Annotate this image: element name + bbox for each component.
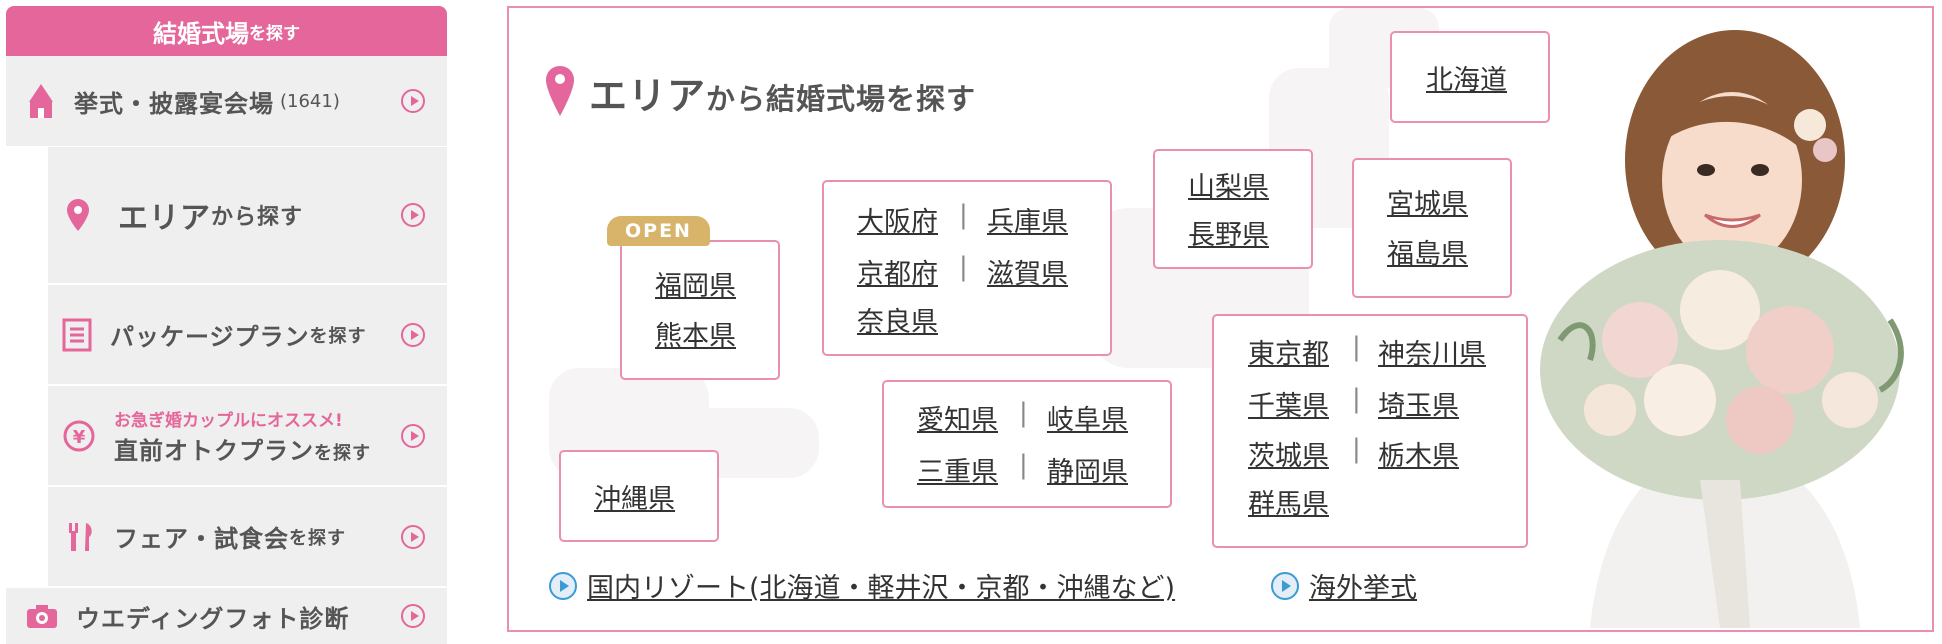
sidebar-item-label-suffix: を探す (314, 442, 371, 464)
pref-link-gifu[interactable]: 岐阜県 (1047, 405, 1128, 436)
sidebar-item-package-plan[interactable]: パッケージプラン を探す (48, 285, 447, 384)
recommend-caption: お急ぎ婚カップルにオススメ! (114, 410, 343, 431)
area-search-panel: エリアから結婚式場を探す 北海道 山梨県 長野県 宮城県 福島県 大阪府 | 兵… (507, 6, 1934, 632)
panel-title-text: エリアから結婚式場を探す (589, 73, 977, 118)
sidebar-item-label: フェア・試食会 (114, 525, 289, 553)
arrow-right-icon (401, 604, 425, 628)
sidebar-item-label: パッケージプラン (110, 323, 310, 351)
arrow-right-icon (401, 203, 425, 227)
sidebar-item-text: お急ぎ婚カップルにオススメ! 直前オトクプランを探す (114, 406, 371, 466)
document-icon (62, 318, 92, 352)
sidebar-item-wedding-photo[interactable]: ウエディングフォト診断 (6, 588, 447, 644)
pref-link-nagano[interactable]: 長野県 (1188, 220, 1269, 251)
separator: | (1019, 398, 1028, 428)
region-tokai: 愛知県 | 岐阜県 三重県 | 静岡県 (882, 380, 1172, 508)
sidebar-item-fair[interactable]: フェア・試食会 を探す (48, 487, 447, 586)
sidebar-item-last-minute-plan[interactable]: ¥ お急ぎ婚カップルにオススメ! 直前オトクプランを探す (48, 386, 447, 485)
overseas-wedding-link-text[interactable]: 海外挙式 (1309, 573, 1417, 604)
pref-link-miyagi[interactable]: 宮城県 (1387, 189, 1468, 220)
pref-link-hyogo[interactable]: 兵庫県 (987, 207, 1068, 238)
separator: | (1019, 450, 1028, 480)
open-badge: OPEN (607, 216, 710, 246)
separator: | (1352, 332, 1361, 362)
pref-link-aichi[interactable]: 愛知県 (917, 405, 998, 436)
chapel-icon (26, 82, 56, 120)
pref-link-yamanashi[interactable]: 山梨県 (1188, 172, 1269, 203)
region-kansai: 大阪府 | 兵庫県 京都府 | 滋賀県 奈良県 (822, 180, 1112, 356)
pref-link-fukuoka[interactable]: 福岡県 (655, 271, 736, 302)
sidebar-item-label: ウエディングフォト診断 (76, 604, 350, 633)
overseas-wedding-link[interactable]: 海外挙式 (1271, 566, 1417, 605)
pref-link-okinawa[interactable]: 沖縄県 (594, 484, 675, 515)
venue-count: (1641) (280, 90, 340, 112)
separator: | (959, 252, 968, 282)
sidebar-item-label: エリア (118, 201, 211, 236)
sidebar-item-label-suffix: から探す (211, 205, 304, 230)
arrow-right-icon (401, 89, 425, 113)
sidebar-item-label: 挙式・披露宴会場 (74, 89, 274, 118)
separator: | (1352, 434, 1361, 464)
location-pin-icon (545, 64, 575, 120)
region-tohoku: 宮城県 福島県 (1352, 158, 1512, 298)
sidebar-item-label-suffix: を探す (309, 325, 367, 347)
region-kanto: 東京都 | 神奈川県 千葉県 | 埼玉県 茨城県 | 栃木県 群馬県 (1212, 314, 1528, 548)
arrow-right-icon (401, 423, 425, 448)
pref-link-osaka[interactable]: 大阪府 (857, 207, 938, 238)
region-koshinetsu: 山梨県 長野県 (1153, 149, 1313, 269)
region-kyushu: 福岡県 熊本県 (620, 240, 780, 380)
bride-photo (1540, 30, 1904, 628)
pref-link-tokyo[interactable]: 東京都 (1248, 339, 1329, 370)
region-hokkaido: 北海道 (1390, 31, 1550, 123)
sidebar-header-suffix: を探す (249, 23, 300, 44)
arrow-right-icon (401, 322, 425, 347)
fork-knife-icon (66, 521, 96, 553)
domestic-resort-link[interactable]: 国内リゾート(北海道・軽井沢・京都・沖縄など) (549, 566, 1175, 605)
sidebar-item-label: 直前オトクプラン (114, 436, 314, 465)
domestic-resort-link-text[interactable]: 国内リゾート(北海道・軽井沢・京都・沖縄など) (587, 573, 1176, 604)
location-pin-icon (66, 198, 90, 232)
pref-link-kanagawa[interactable]: 神奈川県 (1378, 339, 1486, 370)
camera-icon (26, 603, 58, 629)
pref-link-gunma[interactable]: 群馬県 (1248, 489, 1329, 520)
pref-link-hokkaido[interactable]: 北海道 (1426, 65, 1507, 96)
pref-link-nara[interactable]: 奈良県 (857, 307, 938, 338)
svg-text:¥: ¥ (73, 427, 86, 448)
pref-link-saitama[interactable]: 埼玉県 (1378, 391, 1459, 422)
pref-link-tochigi[interactable]: 栃木県 (1378, 441, 1459, 472)
pref-link-kyoto[interactable]: 京都府 (857, 259, 938, 290)
pref-link-kumamoto[interactable]: 熊本県 (655, 321, 736, 352)
sidebar-item-label-suffix: を探す (289, 527, 346, 549)
separator: | (959, 200, 968, 230)
pref-link-shiga[interactable]: 滋賀県 (987, 259, 1068, 290)
pref-link-fukushima[interactable]: 福島県 (1387, 239, 1468, 270)
play-arrow-icon (1271, 571, 1299, 600)
venue-search-sidebar: 結婚式場 を探す 挙式・披露宴会場 (1641) エリア から探す パッケージプ… (6, 6, 447, 644)
pref-link-ibaraki[interactable]: 茨城県 (1248, 441, 1329, 472)
pref-link-chiba[interactable]: 千葉県 (1248, 391, 1329, 422)
yen-icon: ¥ (62, 419, 96, 453)
sidebar-header-title: 結婚式場 (153, 19, 249, 48)
arrow-right-icon (401, 524, 425, 549)
panel-title: エリアから結婚式場を探す (545, 64, 976, 120)
sidebar-item-ceremony-venue[interactable]: 挙式・披露宴会場 (1641) (6, 56, 447, 146)
sidebar-item-area[interactable]: エリア から探す (48, 147, 447, 283)
pref-link-shizuoka[interactable]: 静岡県 (1047, 457, 1128, 488)
region-okinawa: 沖縄県 (559, 450, 719, 542)
separator: | (1352, 384, 1361, 414)
play-arrow-icon (549, 571, 577, 600)
sidebar-header: 結婚式場 を探す (6, 6, 447, 56)
pref-link-mie[interactable]: 三重県 (917, 457, 998, 488)
